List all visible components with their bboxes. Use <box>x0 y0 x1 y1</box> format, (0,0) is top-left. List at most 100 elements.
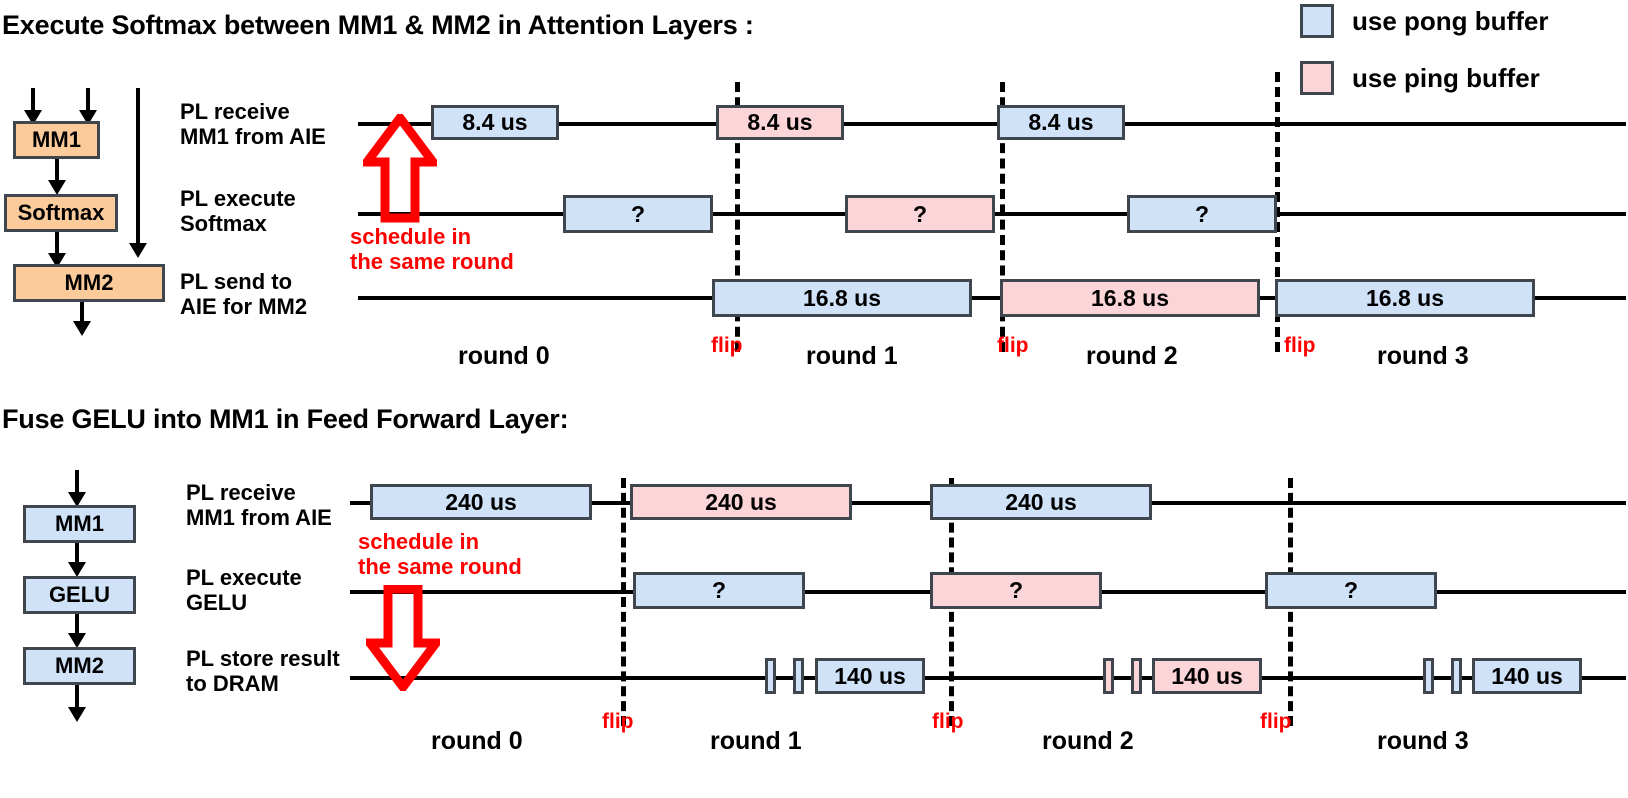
flip-label-1-2: flip <box>1260 710 1292 733</box>
round-divider-0-flip-1 <box>1000 82 1005 352</box>
round-label-0-2: round 2 <box>1086 342 1178 370</box>
schedule-annotation-feedforward: schedule in the same round <box>358 529 522 580</box>
section-title-softmax: Execute Softmax between MM1 & MM2 in Att… <box>2 10 754 40</box>
timeline-tick-1-2-0-b[interactable] <box>793 658 804 694</box>
row-label-line2: AIE for MM2 <box>180 293 308 319</box>
row-label-line1: PL execute <box>186 565 302 590</box>
flow2-node-mm2-label: MM2 <box>55 653 104 678</box>
timeline-bar-1-2-1[interactable]: 140 us <box>1152 658 1262 694</box>
timeline-bar-1-1-1[interactable]: ? <box>930 572 1102 609</box>
flow2-edge-out <box>75 685 79 710</box>
timeline-bar-0-1-1[interactable]: ? <box>845 195 995 233</box>
flip-label-0-1: flip <box>997 334 1029 357</box>
timeline-bar-label: 8.4 us <box>462 109 528 135</box>
row-label-pl-execute-softmax: PL execute Softmax <box>180 186 296 236</box>
timeline-bar-label: 16.8 us <box>1091 284 1169 311</box>
timeline-bar-0-2-1[interactable]: 16.8 us <box>1000 279 1260 317</box>
flow2-node-gelu-label: GELU <box>48 582 111 607</box>
down-arrow-icon <box>366 585 440 691</box>
schedule-annotation-line2: the same round <box>358 554 522 580</box>
flow-node-mm2: MM2 <box>13 264 165 302</box>
timeline-bar-label: 8.4 us <box>747 109 813 135</box>
timeline-bar-1-2-2[interactable]: 140 us <box>1472 658 1582 694</box>
flip-label-1-0: flip <box>602 710 634 733</box>
flip-label-1-1: flip <box>932 710 964 733</box>
timeline-bar-label: ? <box>711 577 727 603</box>
round-label-0-1: round 1 <box>806 342 898 370</box>
timeline-tick-1-2-1-a[interactable] <box>1103 658 1114 694</box>
timeline-bar-0-1-2[interactable]: ? <box>1127 195 1277 233</box>
flow2-edge-mm1-gelu <box>75 543 79 565</box>
flow-arrowhead-mm1-softmax <box>48 180 66 195</box>
round-label-0-0: round 0 <box>458 342 550 370</box>
legend-swatch-pong <box>1300 4 1334 38</box>
row-label-line2: to DRAM <box>186 670 279 696</box>
flow-node-softmax: Softmax <box>4 194 118 232</box>
round-label-1-0: round 0 <box>431 727 523 755</box>
row-label-line1: PL execute <box>180 186 296 211</box>
timeline-bar-label: 16.8 us <box>1366 284 1444 311</box>
legend-item-pong: use pong buffer <box>1300 4 1548 38</box>
timeline-bar-0-1-0[interactable]: ? <box>563 195 713 233</box>
timeline-bar-1-0-0[interactable]: 240 us <box>370 484 592 520</box>
row-label-line2: Softmax <box>180 210 267 236</box>
flip-label-0-0: flip <box>711 334 743 357</box>
flow2-arrowhead-mm1-gelu <box>68 562 86 577</box>
row-label-line2: MM1 from AIE <box>186 504 332 530</box>
flip-label-0-2: flip <box>1284 334 1316 357</box>
timeline-bar-0-2-2[interactable]: 16.8 us <box>1275 279 1535 317</box>
row-label-line2: MM1 from AIE <box>180 123 326 149</box>
timeline-axis-0-2 <box>358 296 1626 300</box>
timeline-bar-0-2-0[interactable]: 16.8 us <box>712 279 972 317</box>
flow-edge-mm1-softmax <box>55 159 59 183</box>
flow2-edge-in <box>75 470 79 495</box>
up-arrow-icon <box>363 114 437 223</box>
flow-edge-in-2 <box>86 88 90 113</box>
timeline-bar-1-1-0[interactable]: ? <box>633 572 805 609</box>
flow2-arrowhead-out <box>68 707 86 722</box>
row-label-pl-receive-mm1-ff: PL receive MM1 from AIE <box>186 480 332 530</box>
timeline-tick-1-2-2-b[interactable] <box>1451 658 1462 694</box>
timeline-bar-label: 240 us <box>705 488 777 515</box>
flow-node-softmax-label: Softmax <box>17 200 105 225</box>
row-label-pl-store-dram: PL store result to DRAM <box>186 646 340 696</box>
row-label-line1: PL receive <box>180 99 290 124</box>
timeline-bar-label: ? <box>912 200 928 227</box>
schedule-annotation-line1: schedule in <box>350 224 472 249</box>
schedule-annotation-line2: the same round <box>350 249 514 275</box>
timeline-bar-label: 16.8 us <box>803 284 881 311</box>
row-label-pl-execute-gelu: PL execute GELU <box>186 565 302 615</box>
flow-node-mm2-label: MM2 <box>64 270 114 295</box>
flow2-node-mm2: MM2 <box>23 647 136 685</box>
timeline-tick-1-2-1-b[interactable] <box>1131 658 1142 694</box>
timeline-bar-label: 140 us <box>1171 662 1243 689</box>
timeline-bar-label: ? <box>630 200 646 227</box>
flow-edge-softmax-mm2 <box>55 232 59 256</box>
timeline-bar-1-0-1[interactable]: 240 us <box>630 484 852 520</box>
timeline-bar-0-0-0[interactable]: 8.4 us <box>431 105 559 140</box>
timeline-bar-0-0-1[interactable]: 8.4 us <box>716 105 844 140</box>
round-divider-1-flip-0 <box>621 478 626 726</box>
timeline-bar-label: 8.4 us <box>1028 109 1094 135</box>
timeline-bar-1-0-2[interactable]: 240 us <box>930 484 1152 520</box>
flow2-edge-gelu-mm2 <box>75 614 79 636</box>
timeline-bar-1-2-0[interactable]: 140 us <box>815 658 925 694</box>
flow-arrowhead-bypass <box>129 243 147 258</box>
timeline-tick-1-2-0-a[interactable] <box>765 658 776 694</box>
flow2-node-gelu: GELU <box>23 576 136 614</box>
flow-edge-in-1 <box>31 88 35 113</box>
legend-item-ping: use ping buffer <box>1300 61 1540 95</box>
timeline-bar-label: 140 us <box>834 662 906 689</box>
round-label-1-1: round 1 <box>710 727 802 755</box>
timeline-bar-0-0-2[interactable]: 8.4 us <box>997 105 1125 140</box>
legend-swatch-ping <box>1300 61 1334 95</box>
timeline-axis-0-0 <box>358 122 1626 126</box>
legend-label-pong: use pong buffer <box>1352 5 1549 36</box>
schedule-annotation-attention: schedule in the same round <box>350 224 514 275</box>
row-label-line1: PL store result <box>186 646 340 671</box>
timeline-bar-1-1-2[interactable]: ? <box>1265 572 1437 609</box>
timeline-tick-1-2-2-a[interactable] <box>1423 658 1434 694</box>
timeline-bar-label: 140 us <box>1491 662 1563 689</box>
flow-edge-out <box>80 302 84 324</box>
legend-label-ping: use ping buffer <box>1352 62 1540 93</box>
